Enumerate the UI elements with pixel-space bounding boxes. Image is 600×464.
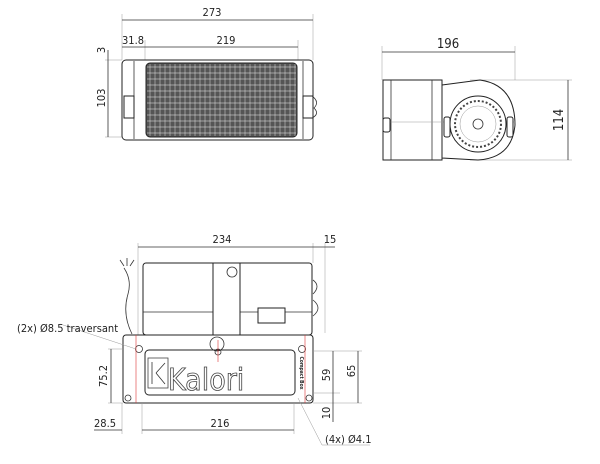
dim-28-5: 28.5	[94, 417, 116, 430]
top-view: 273 31.8 219 3 103	[95, 6, 317, 141]
dim-75-2: 75.2	[97, 365, 110, 387]
dim-196: 196	[437, 37, 459, 52]
foot-note: (4x) Ø4.1	[325, 433, 372, 446]
dim-273: 273	[203, 6, 222, 19]
side-view: 196 114	[381, 37, 572, 161]
dim-15: 15	[324, 233, 337, 246]
model-label: Compact Box	[298, 356, 304, 389]
kalori-logo: Kalori	[168, 363, 244, 398]
dim-31-8: 31.8	[122, 34, 144, 47]
dim-59: 59	[320, 369, 333, 382]
hole-note: (2x) Ø8.5 traversant	[17, 322, 118, 335]
front-view: 234 15 Kalori Compact Box (2x) Ø8.5 trav…	[17, 233, 372, 446]
dim-3: 3	[95, 47, 108, 53]
dim-216: 216	[211, 417, 230, 430]
dim-234: 234	[213, 233, 232, 246]
dim-114: 114	[552, 109, 567, 131]
dim-10: 10	[320, 407, 333, 420]
dim-65: 65	[345, 365, 358, 378]
dim-103: 103	[95, 89, 108, 108]
dim-219: 219	[217, 34, 236, 47]
